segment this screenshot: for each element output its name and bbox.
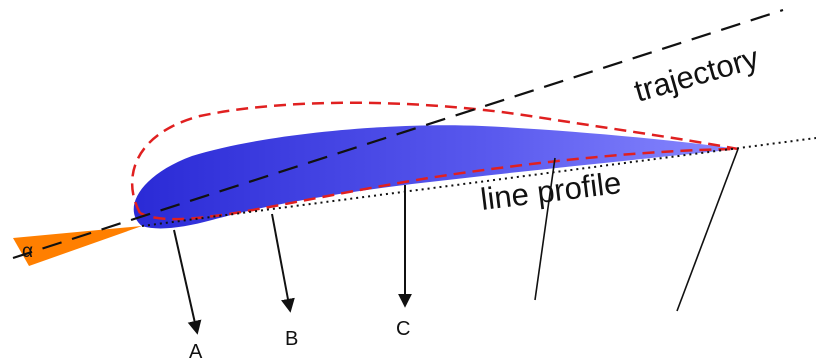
trajectory-dashed-line [12,8,784,260]
leader-line-2 [676,148,739,312]
force-arrow-a [173,229,202,335]
point-a-label: A [189,341,203,363]
force-arrow-b [271,213,295,313]
angle-of-attack-wedge [13,226,142,266]
trajectory-label: trajectory [630,40,763,109]
camber-envelope-dashed [130,101,739,221]
alpha-label: α [22,241,33,262]
leader-line-1 [534,157,556,301]
point-b-label: B [285,328,298,350]
point-c-label: C [396,318,410,340]
